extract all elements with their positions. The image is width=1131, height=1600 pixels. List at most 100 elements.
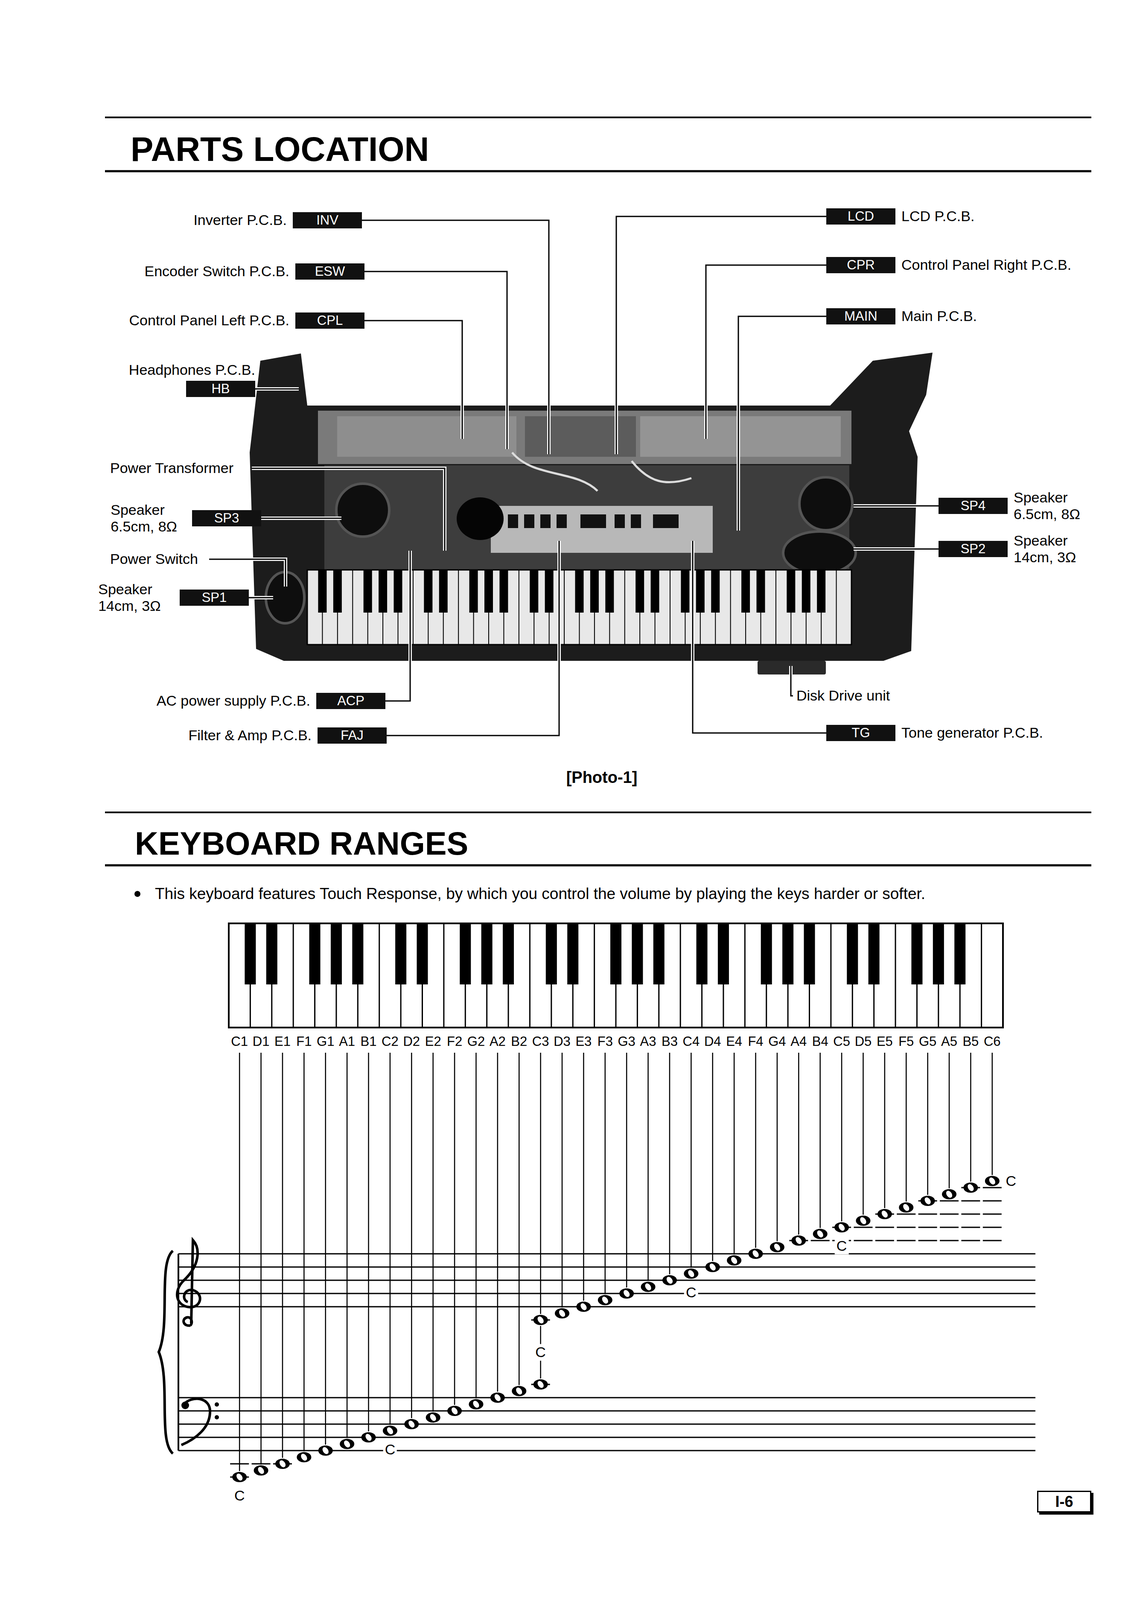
heading-rules — [104, 117, 1092, 866]
guide-line — [754, 1052, 757, 1248]
whole-note — [834, 1221, 849, 1233]
key-divider — [352, 569, 353, 645]
part-callout: Filter & Amp P.C.B.FAJ — [188, 726, 387, 744]
whole-note — [748, 1248, 764, 1259]
pitch-label: C — [834, 1237, 849, 1254]
note-name: D5 — [854, 1033, 872, 1050]
note-name: C5 — [833, 1033, 851, 1050]
note-head — [425, 1412, 441, 1423]
note-name: G4 — [768, 1033, 786, 1050]
black-key — [567, 923, 579, 985]
note-hole — [299, 1452, 309, 1462]
note-group — [230, 1052, 1002, 1482]
note-head — [511, 1385, 527, 1397]
black-key — [244, 923, 256, 985]
guide-line — [346, 1052, 348, 1438]
part-code-tag: TG — [826, 724, 896, 741]
note-hole — [837, 1222, 846, 1232]
guide-line — [389, 1052, 391, 1425]
ledger-line — [961, 1213, 980, 1215]
note-hole — [944, 1189, 954, 1199]
speaker — [783, 531, 856, 575]
guide-line — [991, 1052, 994, 1175]
guide-line — [905, 1052, 907, 1202]
note-hole — [600, 1295, 610, 1305]
note-name: G1 — [316, 1033, 335, 1050]
keyboard-bed — [307, 569, 852, 645]
ledger-line — [853, 1226, 873, 1228]
note-hole — [536, 1314, 546, 1325]
black-key — [416, 923, 429, 985]
whole-note — [425, 1412, 441, 1423]
whole-note — [726, 1255, 742, 1266]
key-divider — [593, 923, 595, 1028]
black-key — [816, 569, 826, 613]
ledger-line — [918, 1239, 938, 1242]
whole-note — [619, 1288, 634, 1299]
guide-line — [604, 1052, 607, 1295]
whole-note — [683, 1268, 699, 1279]
note-hole — [321, 1445, 330, 1455]
guide-line — [776, 1052, 779, 1242]
key-divider — [624, 569, 626, 645]
guide-line — [690, 1052, 692, 1268]
guide-line — [884, 1052, 886, 1208]
guide-line — [841, 1052, 843, 1222]
guide-line — [948, 1052, 951, 1189]
black-key — [696, 569, 705, 613]
note-head — [404, 1418, 419, 1429]
note-head — [533, 1378, 549, 1390]
black-key — [932, 923, 945, 985]
guide-line — [647, 1052, 649, 1281]
whole-note — [232, 1471, 247, 1482]
black-key — [499, 569, 508, 613]
whole-note — [468, 1399, 484, 1410]
part-code-tag: MAIN — [826, 308, 896, 325]
note-name: C1 — [230, 1033, 248, 1050]
note-hole — [665, 1275, 674, 1285]
leader-line — [209, 216, 939, 736]
guide-line — [411, 1052, 413, 1418]
whole-note — [705, 1261, 720, 1272]
note-hole — [514, 1386, 524, 1396]
ledger-line — [810, 1239, 830, 1242]
whole-note — [296, 1451, 312, 1463]
note-name: F3 — [597, 1033, 613, 1050]
whole-note — [576, 1301, 591, 1312]
note-head — [447, 1405, 462, 1416]
note-hole — [901, 1202, 911, 1213]
guide-line — [582, 1052, 585, 1301]
key-divider — [669, 569, 671, 645]
note-head — [339, 1438, 355, 1449]
note-head — [275, 1458, 290, 1469]
black-key — [717, 923, 729, 985]
note-hole — [772, 1242, 782, 1252]
whole-note — [490, 1392, 505, 1403]
note-head — [296, 1451, 312, 1463]
black-key — [680, 569, 690, 613]
black-key — [484, 569, 493, 613]
note-name: F4 — [747, 1033, 764, 1050]
note-hole — [450, 1405, 459, 1416]
black-key — [393, 569, 403, 613]
note-name: D4 — [704, 1033, 722, 1050]
black-key — [868, 923, 880, 985]
ledger-line — [853, 1239, 873, 1242]
guide-line — [282, 1052, 284, 1458]
note-hole — [557, 1308, 567, 1318]
whole-note — [511, 1385, 527, 1397]
section-title: PARTS LOCATION — [130, 129, 429, 170]
part-code-tag: SP2 — [938, 540, 1008, 557]
ledger-line — [939, 1200, 959, 1202]
black-key — [352, 923, 364, 985]
bullet-dot — [134, 890, 141, 897]
note-name: A1 — [338, 1033, 356, 1050]
note-name: C2 — [381, 1033, 399, 1050]
key-divider — [292, 923, 295, 1028]
note-head — [941, 1189, 957, 1200]
black-key — [605, 569, 614, 613]
note-head — [468, 1399, 484, 1410]
page-number: I-6 — [1055, 1492, 1073, 1510]
part-name: Speaker 6.5cm, 8Ω — [1013, 489, 1090, 523]
